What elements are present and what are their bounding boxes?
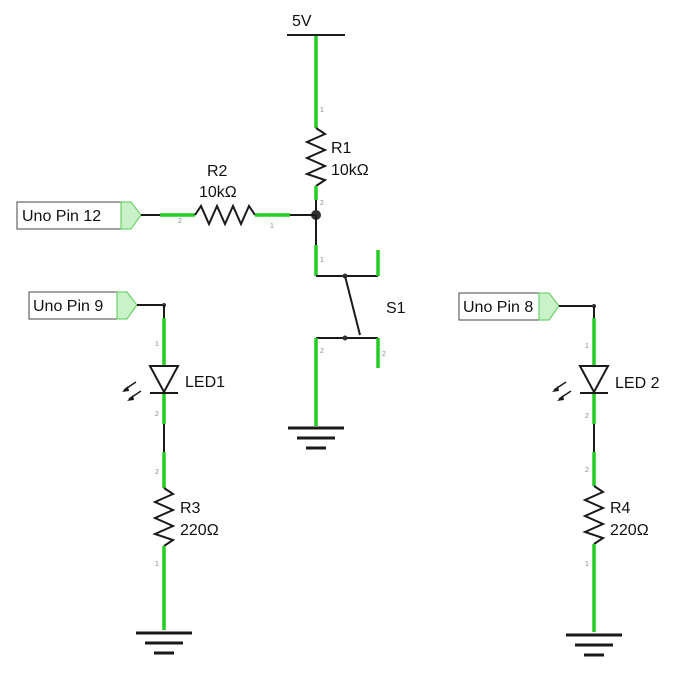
resistor-r3: R3 220Ω — [152, 487, 219, 547]
s1-pin2-number: 2 — [320, 348, 324, 355]
r2-pin1-number: 1 — [270, 223, 274, 230]
r3-pin2-number: 2 — [155, 469, 159, 476]
switch-s1: 1 2 2 S1 — [314, 215, 406, 368]
resistor-r1: R1 10kΩ 2 — [304, 110, 369, 207]
led-led2: LED 2 — [552, 365, 660, 401]
s1-name: S1 — [386, 300, 406, 317]
led2-pin1-number: 1 — [585, 343, 589, 350]
r1-pin2-number: 2 — [320, 200, 324, 207]
resistor-r2: R2 10kΩ 1 — [194, 163, 316, 230]
led-led1: LED1 — [122, 365, 225, 401]
port-uno-pin-12-label: Uno Pin 12 — [22, 208, 101, 225]
resistor-r4: R4 220Ω — [582, 485, 649, 545]
r1-pin1-number: 1 — [320, 107, 324, 114]
led1-pin2-number: 2 — [155, 411, 159, 418]
power-5v-symbol: 5V — [287, 13, 345, 36]
r4-pin2-number: 2 — [585, 467, 589, 474]
port-uno-pin-9: Uno Pin 9 — [28, 291, 138, 320]
ground-symbol-switch — [288, 426, 344, 450]
ground-symbol-led2 — [566, 633, 622, 657]
led2-name: LED 2 — [615, 375, 660, 392]
port-uno-pin-12: Uno Pin 12 — [16, 201, 142, 230]
s1-pin1-number: 1 — [320, 257, 324, 264]
port-uno-pin-9-label: Uno Pin 9 — [33, 298, 103, 315]
r4-name: R4 — [610, 500, 631, 517]
led2-pin2-number: 2 — [585, 413, 589, 420]
r1-value: 10kΩ — [331, 162, 369, 179]
r2-name: R2 — [207, 163, 228, 180]
s1-pin2-number-right: 2 — [382, 351, 386, 358]
led1-name: LED1 — [185, 374, 225, 391]
r1-name: R1 — [331, 140, 352, 157]
r2-pin2-number: 2 — [178, 218, 182, 225]
r3-pin1-number: 1 — [155, 561, 159, 568]
r4-value: 220Ω — [610, 522, 649, 539]
r2-value: 10kΩ — [199, 184, 237, 201]
port-uno-pin-8-label: Uno Pin 8 — [463, 299, 533, 316]
power-5v-label: 5V — [292, 13, 312, 30]
r4-pin1-number: 1 — [585, 561, 589, 568]
port-uno-pin-8: Uno Pin 8 — [458, 292, 560, 321]
led1-pin1-number: 1 — [155, 341, 159, 348]
ground-symbol-led1 — [136, 631, 192, 655]
r3-value: 220Ω — [180, 522, 219, 539]
r3-name: R3 — [180, 500, 201, 517]
